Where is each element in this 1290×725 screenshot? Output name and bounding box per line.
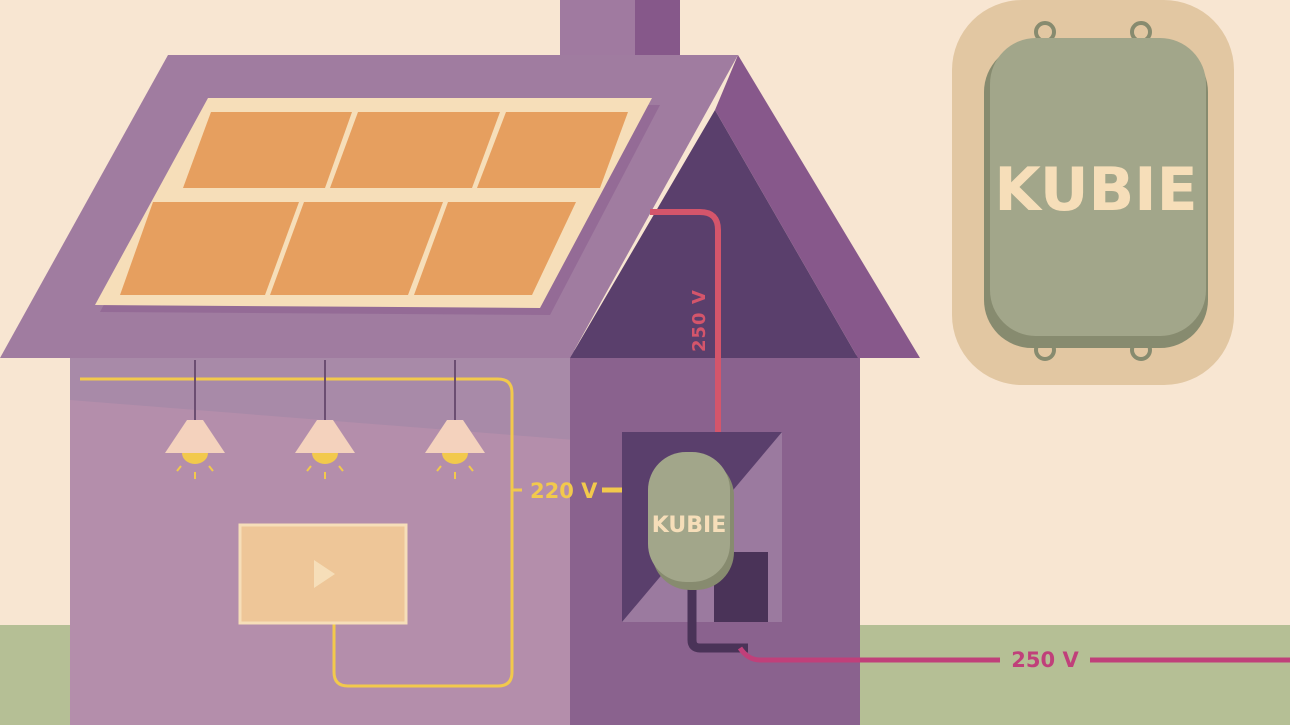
kubie-label-small: KUBIE: [652, 513, 727, 538]
light-bulb-icon: [436, 465, 474, 479]
chimney-shade: [635, 0, 680, 60]
kubie-label-large: KUBIE: [994, 155, 1197, 225]
grid-voltage-label: 250 V: [1011, 648, 1079, 672]
house-voltage-label: 220 V: [530, 479, 598, 503]
ceiling-wire: [80, 377, 514, 688]
lamp-2: [295, 360, 355, 479]
lamp-1: [165, 360, 225, 479]
solar-panel: [95, 98, 660, 315]
gable-dark: [570, 110, 858, 358]
grid-wire: [737, 646, 1290, 663]
light-bulb-icon: [176, 465, 214, 479]
roof-wire: [650, 209, 721, 440]
kubie-device-small: KUBIE: [648, 452, 734, 590]
play-icon: [314, 560, 335, 588]
lamp-3: [425, 360, 485, 479]
light-bulb-icon: [306, 465, 344, 479]
media-screen: [238, 523, 408, 625]
device-cable: [687, 580, 748, 653]
roof-voltage-label: 250 V: [689, 289, 710, 352]
kubie-device-large: KUBIE: [952, 0, 1234, 385]
roof-edge: [715, 55, 920, 358]
